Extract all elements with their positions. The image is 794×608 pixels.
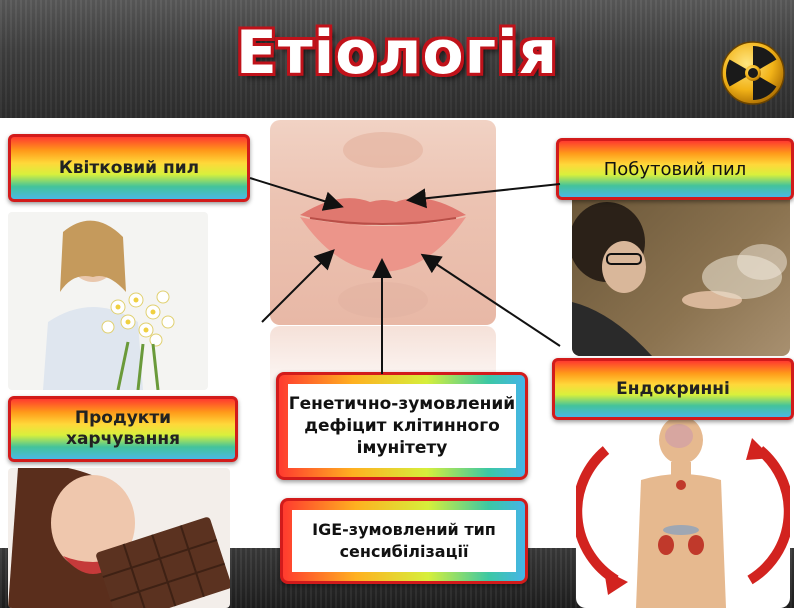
label-flower-pollen: Квітковий пил: [8, 134, 250, 202]
lips-photo: [270, 120, 496, 325]
endocrine-body-photo: [576, 410, 790, 608]
label-flower-pollen-text: Квітковий пил: [59, 158, 199, 178]
label-food: Продукти харчування: [8, 396, 238, 462]
woman-chocolate-photo: [8, 468, 230, 608]
genetic-box: Генетично-зумовлений дефіцит клітинного …: [276, 372, 528, 480]
genetic-text: Генетично-зумовлений дефіцит клітинного …: [288, 393, 516, 459]
ige-box-inner: IGE-зумовлений тип сенсибілізації: [292, 510, 516, 572]
label-endocrine-text: Ендокринні: [616, 379, 730, 399]
genetic-box-inner: Генетично-зумовлений дефіцит клітинного …: [288, 384, 516, 468]
slide-title: Етіологія: [0, 18, 794, 88]
woman-flowers-photo: [8, 212, 208, 390]
label-endocrine: Ендокринні: [552, 358, 794, 420]
radiation-hazard-icon: [720, 40, 786, 106]
ige-box: IGE-зумовлений тип сенсибілізації: [280, 498, 528, 584]
label-house-dust: Побутовий пил: [556, 138, 794, 200]
label-house-dust-text: Побутовий пил: [604, 159, 747, 180]
lips-illustration: [270, 120, 496, 325]
label-food-text: Продукти харчування: [41, 408, 205, 450]
woman-blowing-dust-photo: [572, 192, 790, 356]
ige-text: IGE-зумовлений тип сенсибілізації: [292, 519, 516, 563]
